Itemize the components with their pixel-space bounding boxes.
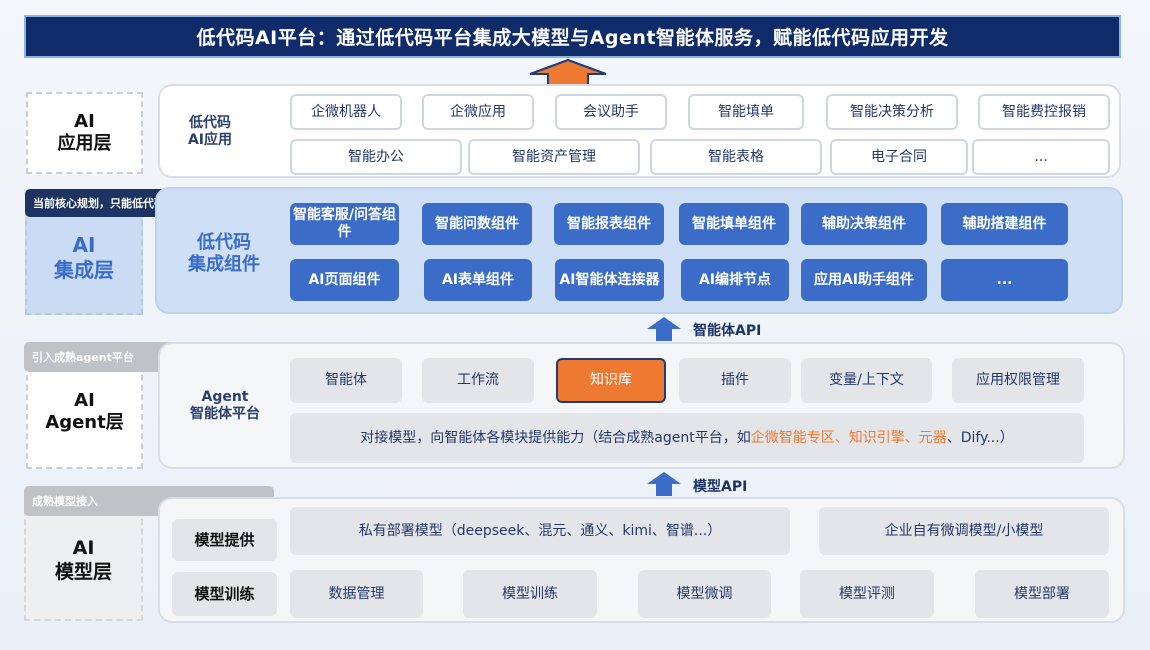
arrow-up-icon (647, 317, 681, 341)
app-item[interactable]: 智能表格 (650, 139, 822, 175)
integration-component[interactable]: ... (941, 259, 1068, 301)
model-label-line1: AI (72, 536, 95, 559)
app-sub-line2: AI应用 (187, 132, 233, 148)
agent-sub-line2: 智能体平台 (190, 406, 260, 422)
integration-sublabel: 低代码 集成组件 (174, 228, 274, 280)
app-item[interactable]: 会议助手 (555, 94, 667, 130)
app-item[interactable]: 智能费控报销 (978, 94, 1110, 130)
app-layer-label: AI 应用层 (26, 92, 143, 174)
model-train-item[interactable]: 模型部署 (975, 570, 1109, 618)
model-train-label: 模型训练 (172, 572, 277, 616)
model-train-item[interactable]: 数据管理 (290, 570, 423, 618)
agent-desc-highlight: 企微智能专区、知识引擎、元器 (750, 429, 947, 446)
agent-sub-line1: Agent (201, 388, 249, 405)
integration-component[interactable]: AI页面组件 (290, 259, 399, 301)
integration-label-line1: AI (72, 232, 96, 257)
page-title: 低代码AI平台：通过低代码平台集成大模型与Agent智能体服务，赋能低代码应用开… (24, 15, 1121, 58)
arrow-up-icon (529, 58, 607, 86)
model-layer-label: AI 模型层 (24, 500, 143, 621)
agent-module-highlight[interactable]: 知识库 (556, 358, 666, 403)
integration-component[interactable]: AI编排节点 (681, 259, 789, 301)
agent-label-line2: Agent层 (45, 412, 124, 433)
app-item[interactable]: 智能决策分析 (826, 94, 958, 130)
agent-module[interactable]: 插件 (679, 358, 791, 403)
app-item[interactable]: 智能填单 (688, 94, 804, 130)
agent-module[interactable]: 变量/上下文 (801, 358, 932, 403)
app-item[interactable]: 智能资产管理 (468, 139, 640, 175)
integration-component[interactable]: 辅助决策组件 (801, 203, 927, 245)
integration-component[interactable]: AI表单组件 (424, 259, 532, 301)
integration-component[interactable]: 辅助搭建组件 (941, 203, 1068, 245)
arrow-up-icon (647, 472, 681, 496)
agent-api-label: 智能体API (693, 323, 762, 339)
app-item[interactable]: 电子合同 (830, 139, 968, 175)
integration-sub-line1: 低代码 (197, 231, 251, 253)
model-label-line2: 模型层 (54, 560, 112, 583)
model-provide-item[interactable]: 企业自有微调模型/小模型 (819, 507, 1109, 555)
agent-sublabel: Agent 智能体平台 (175, 386, 275, 426)
model-api-label: 模型API (693, 479, 748, 495)
app-layer-label-line1: AI (74, 110, 95, 132)
integration-component[interactable]: 智能客服/问答组件 (290, 203, 399, 245)
integration-component[interactable]: 智能问数组件 (422, 203, 532, 245)
model-train-item[interactable]: 模型训练 (463, 570, 597, 618)
app-sub-line1: 低代码 (189, 114, 231, 131)
integration-sub-line2: 集成组件 (188, 254, 260, 275)
agent-description: 对接模型，向智能体各模块提供能力（结合成熟agent平台，如企微智能专区、知识引… (290, 413, 1084, 463)
agent-module[interactable]: 应用权限管理 (952, 358, 1084, 403)
model-train-item[interactable]: 模型微调 (638, 570, 771, 618)
model-provide-item[interactable]: 私有部署模型（deepseek、混元、通义、kimi、智谱...） (290, 507, 790, 555)
app-item[interactable]: 智能办公 (290, 139, 462, 175)
integration-layer-label: AI 集成层 (25, 200, 143, 315)
app-item[interactable]: 企微机器人 (290, 94, 402, 130)
app-item[interactable]: ... (972, 139, 1110, 175)
app-layer-label-line2: 应用层 (57, 133, 112, 154)
integration-component[interactable]: 智能填单组件 (679, 203, 789, 245)
model-train-item[interactable]: 模型评测 (800, 570, 934, 618)
integration-label-line2: 集成层 (54, 257, 114, 282)
model-provide-label: 模型提供 (172, 519, 277, 561)
integration-component[interactable]: 应用AI助手组件 (801, 259, 927, 301)
agent-layer-label: AI Agent层 (26, 355, 143, 469)
agent-desc-prefix: 对接模型，向智能体各模块提供能力（结合成熟agent平台，如 (360, 429, 751, 446)
agent-module[interactable]: 智能体 (290, 358, 402, 403)
app-item[interactable]: 企微应用 (422, 94, 534, 130)
integration-component[interactable]: AI智能体连接器 (555, 259, 664, 301)
integration-component[interactable]: 智能报表组件 (554, 203, 664, 245)
agent-module[interactable]: 工作流 (422, 358, 534, 403)
app-layer-sublabel: 低代码 AI应用 (170, 112, 250, 152)
agent-desc-suffix: 、Dify...） (946, 429, 1014, 446)
agent-label-line1: AI (74, 389, 95, 411)
